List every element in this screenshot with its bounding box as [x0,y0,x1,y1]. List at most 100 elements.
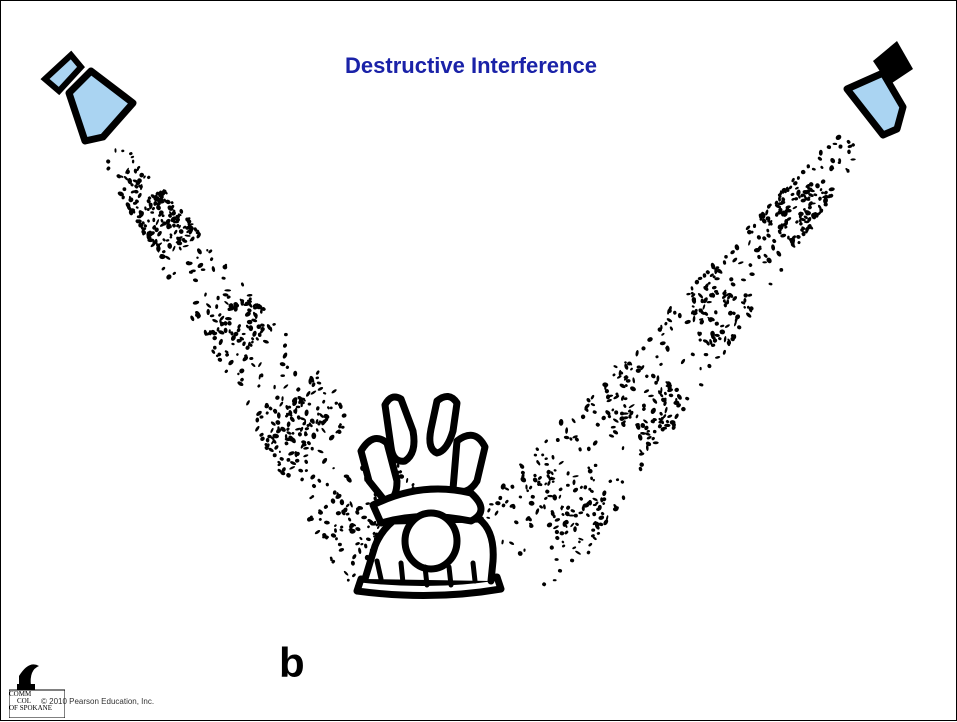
wave-particle [286,421,291,428]
wave-particle [547,480,551,486]
wave-particle [561,513,565,516]
wave-particle [196,232,201,239]
wave-particle [640,423,646,428]
wave-particle [529,524,534,528]
wave-particle [537,482,541,486]
wave-particle [553,469,557,472]
wave-particle [624,363,629,370]
wave-particle [707,281,711,285]
wave-particle [365,537,371,542]
wave-particle [808,182,814,187]
wave-particle [621,446,625,451]
wave-particle [726,299,730,305]
wave-particle [300,477,304,482]
wave-particle [549,545,554,550]
wave-particle [720,324,725,328]
wave-particle [657,327,663,332]
wave-particle [233,331,239,337]
wave-particle [311,484,317,488]
wave-particle [757,254,761,260]
wave-particle [813,193,818,197]
wave-particle [652,418,657,422]
wave-particle [638,452,645,456]
wave-particle [171,204,175,209]
wave-particle [799,217,806,222]
wave-particle [627,409,632,413]
wave-particle [847,149,851,155]
wave-particle [621,495,626,501]
wave-particle [160,253,166,258]
wave-particle [552,579,557,582]
wave-particle [830,157,836,164]
wave-particle [579,496,583,501]
wave-particle [520,476,527,483]
wave-particle [596,531,601,535]
wave-particle [303,454,309,458]
wave-particle [335,537,338,541]
wave-particle [294,452,299,457]
wave-particle [144,206,147,211]
wave-particle [779,267,784,272]
wave-particle [224,369,228,374]
wave-particle [335,493,342,499]
wave-particle [192,300,200,305]
wave-particle [699,320,704,325]
wave-particle [711,267,717,270]
wave-particle [629,410,634,416]
wave-particle [373,496,377,501]
wave-particle [146,199,151,204]
wave-particle [807,196,811,199]
wave-particle [548,476,553,481]
wave-particle [285,365,290,369]
wave-particle [334,528,337,533]
wave-particle [171,211,176,216]
wave-particle [259,329,264,334]
wave-particle [708,318,713,323]
wave-particle [578,511,584,515]
wave-particle [230,331,234,336]
wave-particle [498,495,503,501]
wave-particle [573,526,577,533]
wave-particle [714,333,720,337]
wave-particle [237,372,240,376]
wave-particle [298,468,304,473]
wave-particle [646,435,652,440]
wave-particle [324,520,330,525]
wave-particle [246,400,250,406]
wave-particle [775,212,779,217]
wave-particle [838,144,843,149]
wave-particle [575,522,579,526]
wave-particle [777,229,782,235]
wave-particle [206,249,209,252]
wave-particle [152,217,156,223]
wave-particle [551,480,555,483]
wave-particle [129,152,133,156]
wave-particle [791,197,795,201]
wave-particle [650,407,656,414]
wave-particle [579,485,583,489]
wave-particle [501,539,504,545]
wave-particle [818,196,822,201]
wave-particle [539,505,543,509]
wave-particle [786,217,792,221]
wave-particle [159,200,165,204]
wave-particle [279,401,284,407]
wave-particle [642,407,646,411]
wave-particle [797,241,801,245]
wave-particle [358,547,362,555]
wave-particle [663,401,667,406]
wave-particle [272,323,276,326]
wave-particle [268,406,273,411]
wave-particle [246,293,253,297]
wave-particle [334,401,338,405]
wave-particle [823,197,828,204]
wave-particle [723,303,727,308]
wave-particle [188,225,193,232]
wave-particle [652,441,659,445]
wave-particle [768,282,773,286]
wave-particle [150,211,155,214]
wave-particle [133,168,138,174]
wave-particle [623,404,627,408]
wave-particle [592,440,598,446]
wave-particle [714,310,718,315]
